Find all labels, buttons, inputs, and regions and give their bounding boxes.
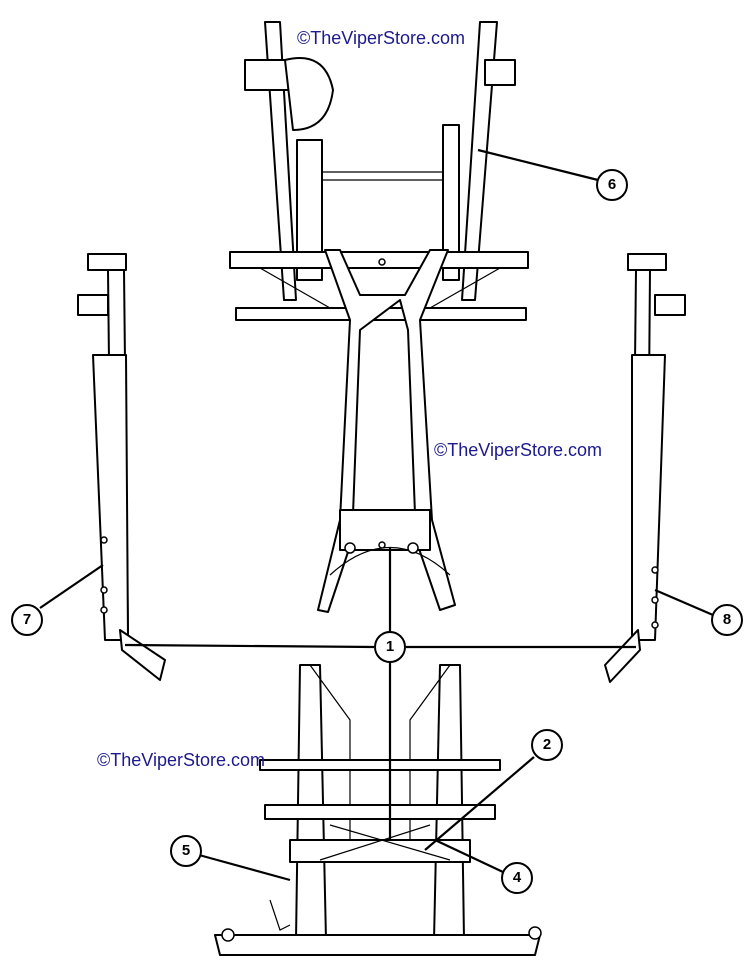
callout-1: 1	[374, 631, 406, 663]
watermark: ©TheViperStore.com	[297, 28, 466, 48]
upper-frame	[229, 21, 529, 613]
callout-5: 5	[170, 835, 202, 867]
callout-4: 4	[501, 862, 533, 894]
leader-lines	[39, 148, 714, 882]
callout-7: 7	[11, 604, 43, 636]
callout-6: 6	[596, 169, 628, 201]
watermark: ©TheViperStore.com	[434, 440, 603, 460]
lower-frame	[214, 664, 542, 956]
left-side-rail	[77, 253, 166, 681]
callout-2: 2	[531, 729, 563, 761]
watermark: ©TheViperStore.com	[97, 750, 266, 770]
callout-8: 8	[711, 604, 743, 636]
right-side-rail	[604, 253, 686, 683]
